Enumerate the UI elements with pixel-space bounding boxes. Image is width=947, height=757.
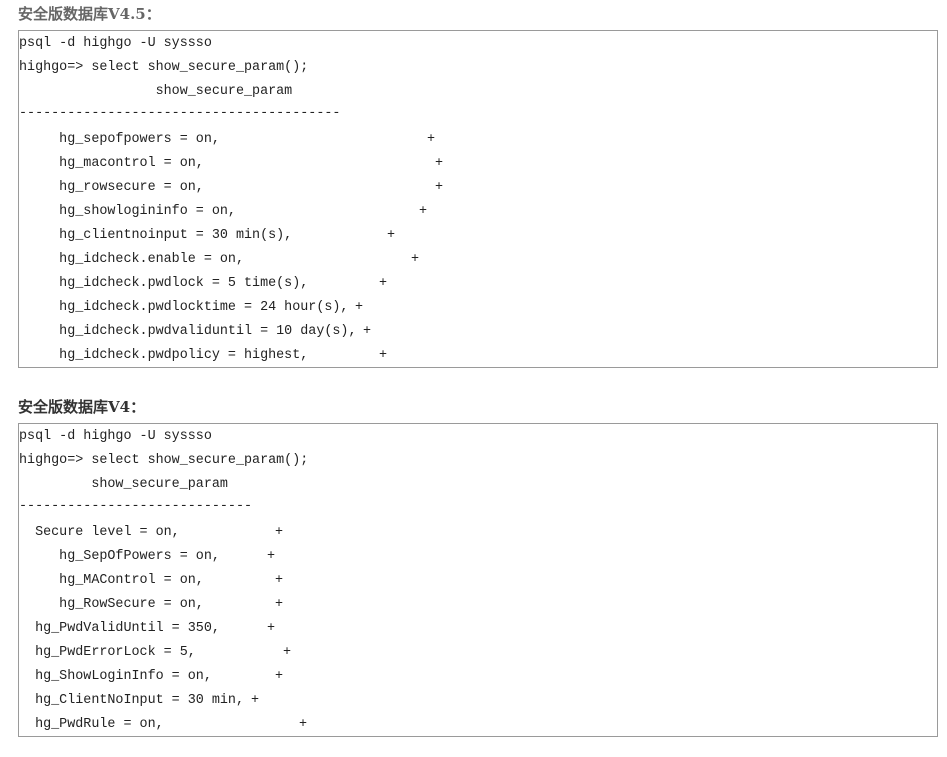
code-line: psql -d highgo -U syssso xyxy=(19,36,212,51)
code-line: hg_idcheck.pwdlocktime = 24 hour(s), xyxy=(19,300,349,315)
code-line: hg_MAControl = on, xyxy=(19,573,204,588)
code-line: hg_PwdRule = on, xyxy=(19,717,164,732)
continuation-plus: + xyxy=(355,300,364,315)
code-line: hg_idcheck.pwdlock = 5 time(s), xyxy=(19,276,309,291)
code-line: hg_PwdValidUntil = 350, xyxy=(19,621,220,636)
continuation-plus: + xyxy=(267,621,276,636)
code-line: hg_ClientNoInput = 30 min, xyxy=(19,693,244,708)
continuation-plus: + xyxy=(435,180,444,195)
continuation-plus: + xyxy=(379,348,388,363)
code-line: hg_RowSecure = on, xyxy=(19,597,204,612)
code-line: hg_sepofpowers = on, xyxy=(19,132,220,147)
code-line: show_secure_param xyxy=(19,477,228,492)
code-line: hg_idcheck.pwdvaliduntil = 10 day(s), xyxy=(19,324,357,339)
section-heading-v4: 安全版数据库V4： xyxy=(18,398,146,416)
code-block-v4: psql -d highgo -U syssso highgo=> select… xyxy=(18,423,938,737)
continuation-plus: + xyxy=(267,549,276,564)
code-line: hg_idcheck.pwdpolicy = highest, xyxy=(19,348,309,363)
continuation-plus: + xyxy=(387,228,396,243)
code-line: hg_ShowLoginInfo = on, xyxy=(19,669,212,684)
code-line: hg_showlogininfo = on, xyxy=(19,204,236,219)
code-line: Secure level = on, xyxy=(19,525,180,540)
continuation-plus: + xyxy=(435,156,444,171)
code-line: psql -d highgo -U syssso xyxy=(19,429,212,444)
continuation-plus: + xyxy=(363,324,372,339)
code-line: highgo=> select show_secure_param(); xyxy=(19,60,309,75)
continuation-plus: + xyxy=(419,204,428,219)
continuation-plus: + xyxy=(251,693,260,708)
code-line: hg_SepOfPowers = on, xyxy=(19,549,220,564)
continuation-plus: + xyxy=(299,717,308,732)
section-heading-v45: 安全版数据库V4.5： xyxy=(18,5,161,23)
code-line: hg_rowsecure = on, xyxy=(19,180,204,195)
code-line: show_secure_param xyxy=(19,84,293,99)
continuation-plus: + xyxy=(275,669,284,684)
continuation-plus: + xyxy=(427,132,436,147)
code-line: hg_idcheck.enable = on, xyxy=(19,252,244,267)
continuation-plus: + xyxy=(275,573,284,588)
continuation-plus: + xyxy=(275,525,284,540)
continuation-plus: + xyxy=(283,645,292,660)
code-divider: ----------------------------- xyxy=(19,499,253,514)
code-line: hg_clientnoinput = 30 min(s), xyxy=(19,228,293,243)
continuation-plus: + xyxy=(379,276,388,291)
code-block-v45: psql -d highgo -U syssso highgo=> select… xyxy=(18,30,938,368)
code-line: hg_macontrol = on, xyxy=(19,156,204,171)
continuation-plus: + xyxy=(275,597,284,612)
code-line: hg_PwdErrorLock = 5, xyxy=(19,645,196,660)
code-line: highgo=> select show_secure_param(); xyxy=(19,453,309,468)
continuation-plus: + xyxy=(411,252,420,267)
code-divider: ---------------------------------------- xyxy=(19,106,341,121)
